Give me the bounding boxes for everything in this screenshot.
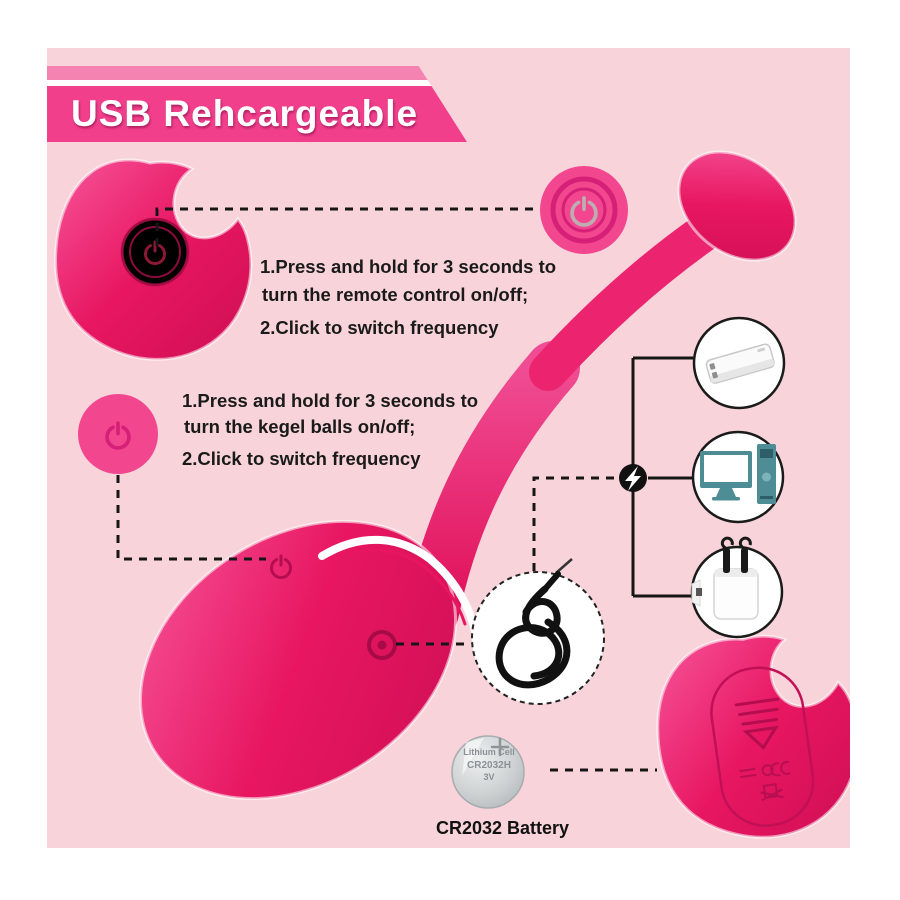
battery-face-text: Lithium Cell CR2032H 3V [450,747,528,783]
computer-option [691,430,785,524]
remote-control-back [656,634,850,839]
kegel-instruction-line3: 2.Click to switch frequency [182,448,421,469]
remote-instruction-line1: 1.Press and hold for 3 seconds to [260,256,557,277]
connector-closeup-to-egg-power [116,475,266,561]
usb-cable-callout [471,558,605,705]
banner-ribbon [47,86,467,142]
power-button-closeup-remote [540,166,628,254]
kegel-instruction-line1: 1.Press and hold for 3 seconds to [182,390,479,411]
battery-face-line3: 3V [483,771,495,782]
battery-face-line2: CR2032H [467,759,511,771]
banner-white-divider [47,80,467,86]
regulatory-marks [739,760,791,802]
remote-instruction-line2: turn the remote control on/off; [262,284,529,305]
desktop-computer-icon [700,444,776,504]
battery-door-markings [734,697,780,750]
banner-title: USB Rehcargeable [71,93,419,134]
remote-instruction-line3: 2.Click to switch frequency [260,317,499,338]
white-seam [318,535,479,635]
battery-door-outline [710,666,815,827]
usb-rechargeable-banner: USB Rehcargeable [47,66,467,142]
powerbank-option [692,316,786,410]
power-bank-icon [705,343,775,384]
wall-charger-option [690,536,784,639]
connector-remote-to-button-closeup [155,207,539,246]
usb-wall-charger-icon [691,536,759,620]
charging-port [367,630,397,660]
kegel-instruction-line2: turn the kegel balls on/off; [184,416,416,437]
kegel-egg-device [138,150,797,801]
battery-plus-mark [490,737,510,757]
banner-top-stripe [47,66,467,80]
connector-cable-to-lightning [532,476,616,571]
charging-hub [619,464,647,492]
usb-charging-cable-icon [495,558,573,689]
remote-control-front [54,158,253,361]
tail-bulb [677,150,797,262]
power-button-closeup-egg [78,394,158,474]
lightning-bolt-icon [625,466,641,491]
remote-power-button [120,217,190,287]
cr2032-coin-battery-icon [451,735,525,809]
battery-face-line1: Lithium Cell [463,747,515,757]
battery-label: CR2032 Battery [435,818,570,838]
